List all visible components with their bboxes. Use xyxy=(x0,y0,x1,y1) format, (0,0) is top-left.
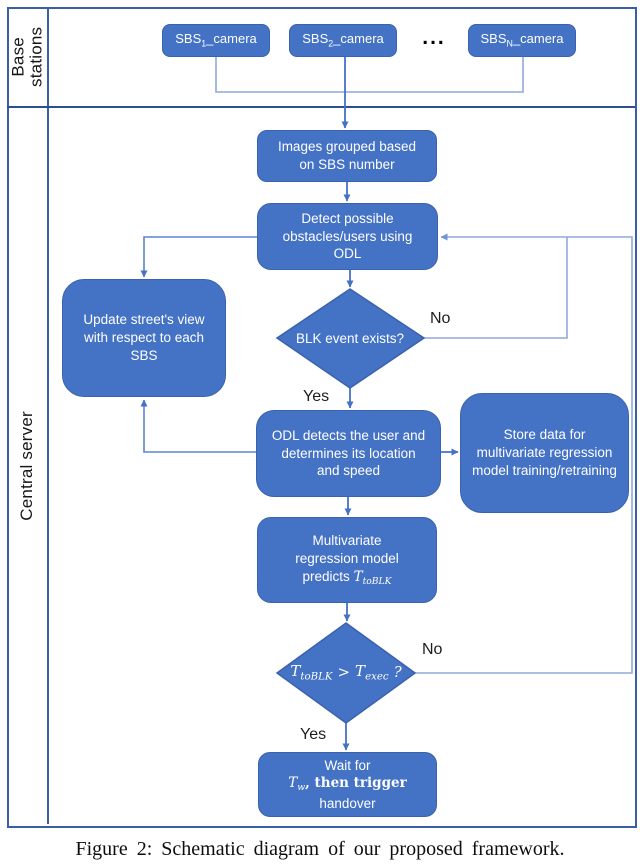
sbs-label: SBS1_camera xyxy=(175,31,257,49)
decision2-label: TtoBLK > Texec ? xyxy=(266,658,426,688)
node-regression-predicts: Multivariate regression model predicts T… xyxy=(257,517,437,603)
math-t-w: Tw xyxy=(288,775,306,794)
node-text: Detect possible obstacles/users using OD… xyxy=(282,210,413,262)
edge-label-yes-2: Yes xyxy=(300,726,327,743)
math-t-exec: Texec xyxy=(355,662,389,683)
node-detect-obstacles: Detect possible obstacles/users using OD… xyxy=(257,203,438,270)
connector-detect-to-update xyxy=(140,236,257,278)
node-text: Store data for multivariate regression m… xyxy=(472,427,617,478)
edge-label-no-1: No xyxy=(430,310,451,327)
math-t-toblk: TtoBLK xyxy=(353,568,392,587)
node-text: Update street's view with respect to eac… xyxy=(83,312,205,363)
node-sbs2-camera: SBS2_camera xyxy=(289,24,397,57)
node-sbsn-camera: SBSN_camera xyxy=(468,24,576,57)
edge-label-no-2: No xyxy=(422,641,443,658)
node-odl-detects-user: ODL detects the user and determines its … xyxy=(256,410,441,497)
figure-caption: Figure 2: Schematic diagram of our propo… xyxy=(75,838,565,860)
decision-diamond-blk-event xyxy=(275,288,426,389)
math-question: ? xyxy=(393,663,402,682)
edge-label-yes-1: Yes xyxy=(303,388,330,405)
node-text: Multivariate regression model predicts T… xyxy=(295,533,399,587)
connector-odl-to-update xyxy=(140,399,256,453)
ellipsis-dots: ... xyxy=(422,26,446,49)
connector-decision1-no-loop xyxy=(424,237,568,339)
node-text: Images grouped based on SBS number xyxy=(277,139,417,172)
diagram-frame xyxy=(7,7,637,828)
node-text: ODL detects the user and determines its … xyxy=(271,427,426,479)
node-update-street-view: Update street's view with respect to eac… xyxy=(62,279,226,397)
node-text-line1: Wait for xyxy=(324,757,371,773)
lane-label-divider xyxy=(47,7,49,824)
sbs-label: SBS2_camera xyxy=(302,31,384,49)
decision1-label: BLK event exists? xyxy=(295,331,405,347)
lane-divider xyxy=(7,106,635,108)
node-text-line3: handover xyxy=(319,795,376,811)
sbs-label: SBSN_camera xyxy=(480,31,564,49)
node-images-grouped: Images grouped based on SBS number xyxy=(257,130,437,182)
node-sbs1-camera: SBS1_camera xyxy=(162,24,270,57)
node-text-line2: Tw, then trigger xyxy=(288,775,407,794)
connector-cameras-merge xyxy=(215,57,524,93)
decision-diamond-time-compare xyxy=(275,622,417,724)
math-t-toblk: TtoBLK xyxy=(290,662,333,683)
connector-decision2-no-loop xyxy=(415,233,633,674)
node-store-data: Store data for multivariate regression m… xyxy=(460,393,629,513)
node-wait-trigger-handover: Wait for Tw, then trigger handover xyxy=(258,752,437,817)
math-operator: > xyxy=(337,663,351,682)
